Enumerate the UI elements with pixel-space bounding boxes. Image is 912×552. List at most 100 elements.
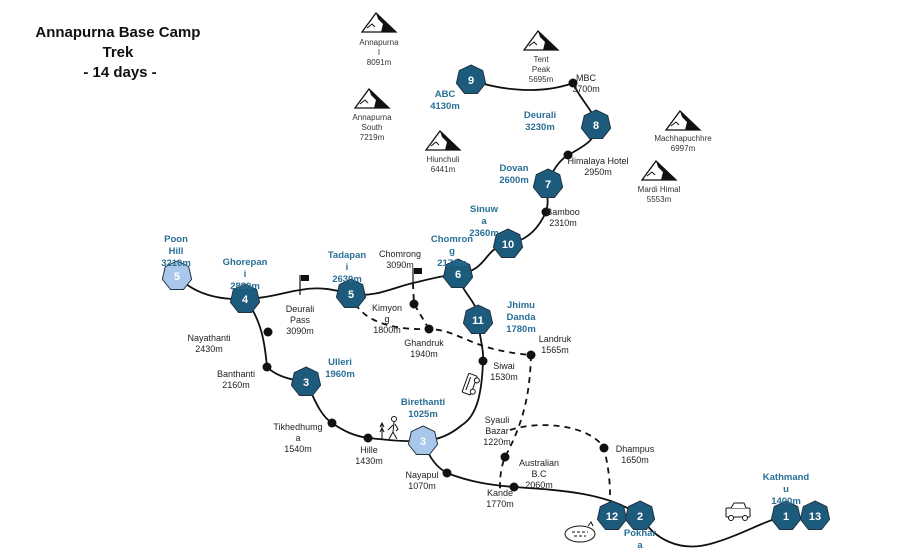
waypoint-dot xyxy=(526,350,536,360)
day-stop-kathmandu-13[interactable]: 13 xyxy=(799,500,831,530)
day-number: 13 xyxy=(809,511,821,523)
day-number: 6 xyxy=(455,269,461,281)
day-number: 1 xyxy=(783,511,789,523)
heptagon-marker xyxy=(799,500,831,530)
mountain-icon xyxy=(664,110,702,131)
day-number: 4 xyxy=(242,294,249,306)
heptagon-marker xyxy=(624,500,656,530)
trail-birethanti-pokhara xyxy=(422,440,641,517)
waypoint-dot xyxy=(563,150,573,160)
heptagon-marker xyxy=(442,258,474,288)
heptagon-marker xyxy=(596,500,628,530)
day-number: 3 xyxy=(420,436,426,448)
waypoint-dot xyxy=(442,468,452,478)
day-number: 11 xyxy=(472,315,484,327)
day-number: 2 xyxy=(637,511,643,523)
day-number: 3 xyxy=(303,377,309,389)
waypoint-dot xyxy=(509,482,519,492)
day-number: 12 xyxy=(606,511,618,523)
day-number: 5 xyxy=(348,289,354,301)
waypoint-dot xyxy=(327,418,337,428)
heptagon-marker xyxy=(532,168,564,198)
day-number: 10 xyxy=(502,239,514,251)
waypoint-dot xyxy=(424,324,434,334)
trail-syauli-dhampus xyxy=(509,424,611,496)
heptagon-marker xyxy=(492,228,524,258)
waypoint-dot xyxy=(568,78,578,88)
heptagon-marker xyxy=(462,304,494,334)
heptagon-marker xyxy=(580,109,612,139)
heptagon-marker xyxy=(455,64,487,94)
waypoint-dot xyxy=(478,356,488,366)
lake-icon xyxy=(564,521,596,543)
hiker-icon xyxy=(379,416,399,440)
mountain-icon xyxy=(360,12,398,33)
map-title: Annapurna Base Camp Trek - 14 days - xyxy=(35,24,204,81)
day-stop-pokhara-12[interactable]: 12 xyxy=(596,500,628,530)
trail-pokhara-kathmandu xyxy=(639,515,787,548)
